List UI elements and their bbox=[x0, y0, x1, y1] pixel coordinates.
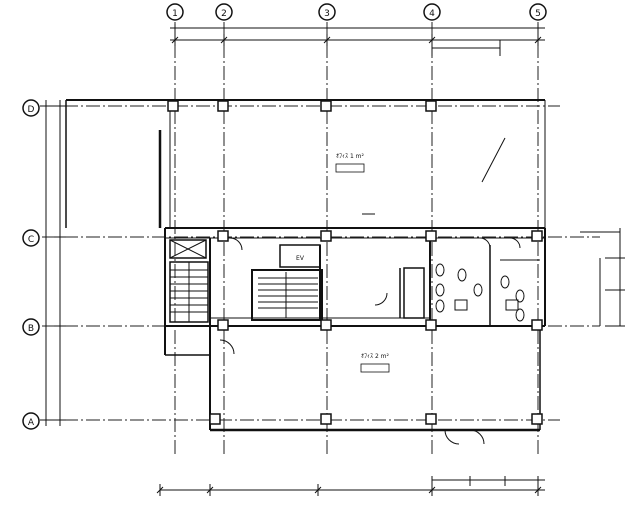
grid-bubble-5 bbox=[529, 3, 547, 21]
grid-bubble-1 bbox=[166, 3, 184, 21]
room-label-office-lower: ｵﾌｨｽ 2 m² bbox=[361, 353, 389, 360]
top-dimensions bbox=[170, 24, 545, 56]
grid-label-4: 4 bbox=[429, 9, 435, 19]
grid-label-1: 1 bbox=[172, 9, 178, 19]
toilet-fixtures bbox=[435, 263, 525, 322]
leader-line bbox=[362, 137, 506, 215]
grid-bubble-4 bbox=[423, 3, 441, 21]
grid-label-3: 3 bbox=[324, 9, 330, 19]
dimension-ticks bbox=[156, 36, 542, 494]
grid-bubble-a bbox=[22, 412, 40, 430]
bottom-dimensions bbox=[159, 476, 545, 496]
grid-bubble-c bbox=[22, 229, 40, 247]
grid-bubble-d bbox=[22, 99, 40, 117]
grid-label-b: B bbox=[28, 324, 34, 334]
left-stair bbox=[169, 261, 209, 323]
building-walls bbox=[65, 99, 546, 432]
grid-label-d: D bbox=[28, 105, 35, 115]
room-labels: ｵﾌｨｽ 1 m² ｵﾌｨｽ 2 m² EV bbox=[296, 153, 390, 373]
area-box-lower bbox=[360, 363, 390, 373]
grid-label-a: A bbox=[28, 418, 35, 428]
structural-columns bbox=[167, 100, 543, 425]
shaft-symbol bbox=[169, 239, 207, 259]
room-label-ev: EV bbox=[296, 255, 305, 262]
right-dimensions bbox=[580, 228, 625, 327]
center-stair bbox=[258, 272, 318, 318]
grid-bubble-3 bbox=[318, 3, 336, 21]
room-label-office-upper: ｵﾌｨｽ 1 m² bbox=[336, 153, 364, 160]
column-grid-labels: 1 2 3 4 5 bbox=[166, 3, 547, 21]
grid-bubble-b bbox=[22, 318, 40, 336]
door-swings bbox=[219, 237, 521, 445]
grid-label-2: 2 bbox=[221, 9, 227, 19]
area-box-upper bbox=[335, 163, 365, 173]
row-grid-labels: D C B A bbox=[22, 99, 40, 430]
grid-bubble-2 bbox=[215, 3, 233, 21]
left-dimensions bbox=[40, 100, 66, 426]
grid-label-5: 5 bbox=[535, 9, 541, 19]
grid-label-c: C bbox=[28, 235, 34, 245]
